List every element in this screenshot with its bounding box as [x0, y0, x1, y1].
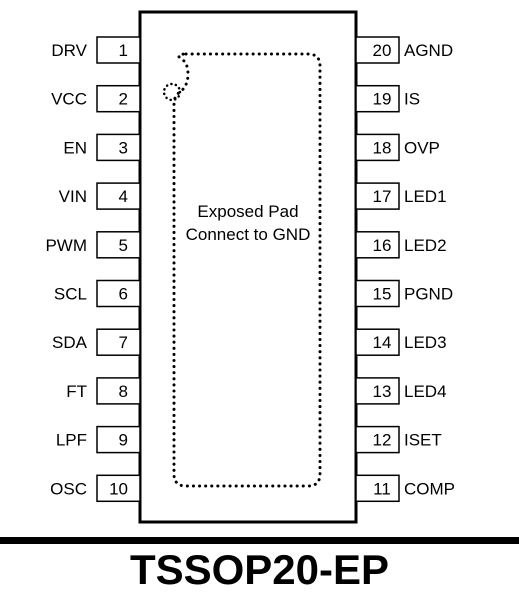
pin-number: 15 — [373, 285, 392, 304]
pin-number: 9 — [119, 431, 128, 450]
pin-number: 20 — [373, 41, 392, 60]
pad-label-line1: Exposed Pad — [197, 202, 298, 221]
pin-number: 7 — [119, 333, 128, 352]
pin-15: 15 PGND — [355, 279, 453, 308]
pin-box — [355, 84, 400, 113]
pin-6: 6 SCL — [54, 279, 141, 308]
pin-number: 12 — [373, 431, 392, 450]
pin-9: 9 LPF — [56, 425, 141, 454]
pin-13: 13 LED4 — [355, 377, 447, 405]
pin-name: LED1 — [404, 187, 447, 206]
pin-10: 10 OSC — [50, 474, 141, 503]
pin-number: 18 — [373, 138, 392, 157]
pin-name: OVP — [404, 138, 440, 157]
pin-name: VIN — [59, 187, 87, 206]
pin-box — [96, 377, 141, 405]
pin-box — [355, 36, 400, 64]
pin-box — [96, 84, 141, 113]
pin-name: SCL — [54, 285, 87, 304]
pin-5: 5 PWM — [45, 231, 141, 259]
pin-box — [355, 425, 400, 454]
pin-2: 2 VCC — [51, 84, 141, 113]
pin-number: 2 — [119, 90, 128, 109]
pin-11: 11 COMP — [355, 474, 455, 503]
pin-box — [355, 474, 400, 503]
pin-box — [355, 377, 400, 405]
pin-name: VCC — [51, 90, 87, 109]
pin-8: 8 FT — [66, 377, 141, 405]
pin-name: EN — [63, 138, 87, 157]
pin-name: LED2 — [404, 236, 447, 255]
pin-14: 14 LED3 — [355, 328, 447, 356]
pin-box — [355, 182, 400, 210]
pin-name: ISET — [404, 431, 442, 450]
pin-box — [96, 36, 141, 64]
pin-box — [96, 133, 141, 162]
pin-name: PWM — [45, 236, 87, 255]
pin-name: AGND — [404, 41, 453, 60]
pin-number: 17 — [373, 187, 392, 206]
pin-number: 6 — [119, 285, 128, 304]
left-pin-group: 1 DRV 2 VCC 3 EN 4 VIN 5 PWM 6 SCL 7 SDA 8 FT 9 LPF 10 OSC — [45, 36, 141, 503]
pin-name: LPF — [56, 431, 87, 450]
pin-4: 4 VIN — [59, 182, 141, 210]
pin-7: 7 SDA — [52, 328, 141, 356]
pin-number: 8 — [119, 382, 128, 401]
pin-box — [96, 279, 141, 308]
package-title: TSSOP20-EP — [129, 546, 390, 593]
pin-name: DRV — [51, 41, 87, 60]
pin-number: 11 — [373, 479, 391, 498]
pin-name: LED3 — [404, 333, 447, 352]
pin-16: 16 LED2 — [355, 231, 447, 259]
pin-number: 16 — [373, 236, 392, 255]
pin-box — [96, 328, 141, 356]
pin1-marker — [162, 82, 182, 102]
pin-box — [96, 182, 141, 210]
pin-box — [355, 133, 400, 162]
pin-19: 19 IS — [355, 84, 420, 113]
pin-box — [355, 328, 400, 356]
exposed-pad-outline — [172, 52, 322, 488]
pin-name: LED4 — [404, 382, 447, 401]
pin-box — [96, 425, 141, 454]
pin-number: 1 — [119, 41, 128, 60]
pin-name: IS — [404, 90, 420, 109]
pin-number: 4 — [119, 187, 128, 206]
pin-name: PGND — [404, 285, 453, 304]
pin-name: SDA — [52, 333, 88, 352]
pad-label-line2: Connect to GND — [186, 225, 311, 244]
pin-name: COMP — [404, 479, 455, 498]
chip-body — [138, 10, 358, 524]
pin-number: 10 — [109, 479, 128, 498]
pin-name: OSC — [50, 479, 87, 498]
pin-box — [355, 279, 400, 308]
pin-number: 14 — [373, 333, 392, 352]
pin-name: FT — [66, 382, 87, 401]
pin-12: 12 ISET — [355, 425, 442, 454]
pin-number: 19 — [373, 90, 392, 109]
pin-number: 3 — [119, 138, 128, 157]
pinout-diagram: Exposed Pad Connect to GND 1 DRV 2 VCC 3 EN 4 V… — [45, 10, 455, 524]
pin-1: 1 DRV — [51, 36, 141, 64]
pin-box — [355, 231, 400, 259]
pin-3: 3 EN — [63, 133, 141, 162]
title-divider — [0, 537, 519, 544]
pin-box — [96, 474, 141, 503]
pin-17: 17 LED1 — [355, 182, 447, 210]
pin-number: 13 — [373, 382, 392, 401]
pin-20: 20 AGND — [355, 36, 453, 64]
pin-box — [96, 231, 141, 259]
pin-18: 18 OVP — [355, 133, 440, 162]
pin-number: 5 — [119, 236, 128, 255]
